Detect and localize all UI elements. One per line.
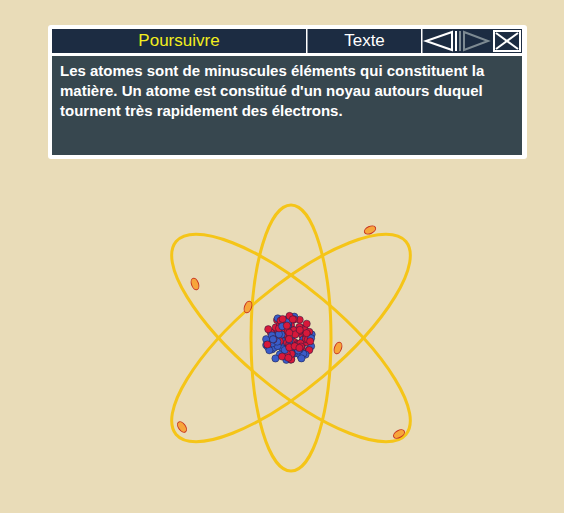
- nucleon: [270, 336, 277, 343]
- nucleon: [307, 338, 314, 345]
- electrons: [176, 224, 406, 440]
- nucleon: [303, 320, 310, 327]
- nucleon: [296, 326, 303, 333]
- atom: [144, 203, 438, 472]
- nucleon: [303, 330, 310, 337]
- next-icon-disabled: [460, 31, 488, 51]
- nucleon: [285, 336, 292, 343]
- tab-button: Poursuivre: [52, 29, 306, 53]
- nucleon: [296, 344, 303, 351]
- nucleon: [279, 315, 286, 322]
- nucleus: [263, 312, 316, 363]
- text-panel: Les atomes sont de minuscules éléments q…: [52, 56, 522, 155]
- nucleon: [283, 322, 290, 329]
- nucleon: [264, 341, 271, 348]
- nucleon: [278, 353, 285, 360]
- nucleon: [272, 355, 279, 362]
- tab-button: Texte: [308, 29, 421, 53]
- orbits: [144, 203, 438, 472]
- tab-label: Poursuivre: [138, 31, 219, 51]
- body-text: Les atomes sont de minuscules éléments q…: [60, 61, 512, 121]
- nucleon: [289, 316, 296, 323]
- header-bar: [52, 29, 522, 53]
- nucleon: [298, 355, 305, 362]
- nucleon: [270, 336, 277, 343]
- panel-frame: [48, 25, 527, 159]
- close-icon: [494, 31, 520, 51]
- nucleon: [269, 336, 276, 343]
- nucleon: [265, 326, 272, 333]
- nucleon: [285, 354, 292, 361]
- tab-label: Texte: [344, 31, 385, 51]
- previous-icon: [426, 31, 456, 51]
